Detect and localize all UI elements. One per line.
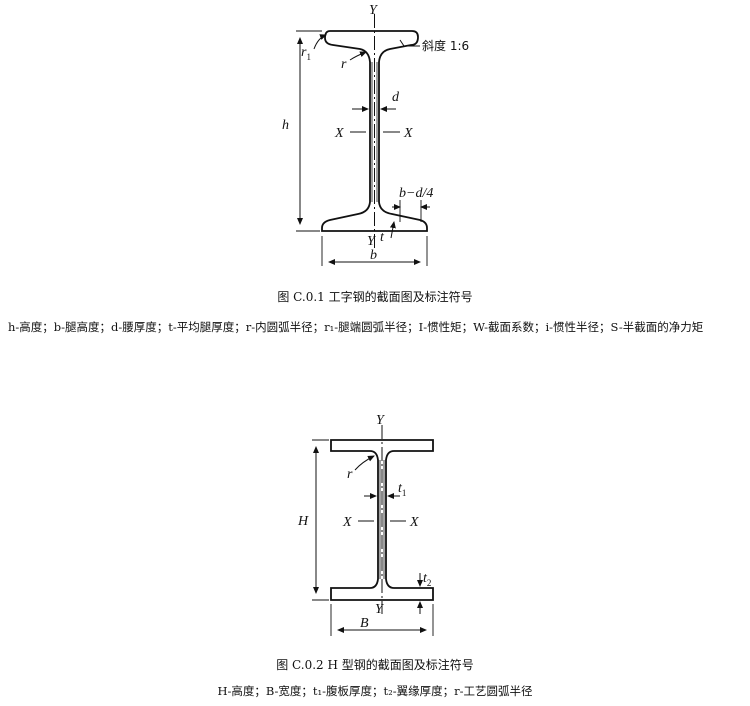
fig2-r-label: r [347, 467, 353, 482]
figure1-legend: h-高度；b-腿高度；d-腰厚度；t-平均腿厚度；r-内圆弧半径；r₁-腿端圆弧… [8, 320, 704, 334]
fig2-x-right-label: X [409, 515, 419, 530]
fig1-slope-label: 斜度 1:6 [422, 38, 469, 53]
fig2-t1-label: t1 [398, 481, 406, 498]
h-beam-figure [312, 425, 434, 636]
fig2-H-label: H [297, 514, 309, 529]
figure2-caption: 图 C.0.2 H 型钢的截面图及标注符号 [276, 658, 474, 672]
fig1-y-bottom-label: Y [367, 234, 377, 249]
fig2-B-label: B [360, 616, 369, 631]
fig1-d-label: d [392, 90, 400, 105]
i-beam-figure [296, 14, 430, 266]
fig1-x-right-label: X [403, 126, 413, 141]
fig1-r-label: r [341, 57, 347, 72]
fig1-y-top-label: Y [369, 3, 379, 18]
figure2-legend: H-高度；B-宽度；t₁-腹板厚度；t₂-翼缘厚度；r-工艺圆弧半径 [217, 684, 533, 698]
fig2-y-top-label: Y [376, 413, 386, 428]
fig1-b-d4-label: b−d/4 [399, 186, 433, 201]
figure1-caption: 图 C.0.1 工字钢的截面图及标注符号 [277, 290, 473, 304]
fig1-h-label: h [282, 118, 289, 133]
fig1-b-label: b [370, 248, 377, 263]
fig2-y-bottom-label: Y [375, 602, 385, 617]
fig1-x-left-label: X [334, 126, 344, 141]
fig2-x-left-label: X [342, 515, 352, 530]
fig1-r1-label: r1 [301, 45, 311, 62]
fig1-t-label: t [380, 230, 385, 245]
fig2-t2-label: t2 [423, 571, 431, 588]
